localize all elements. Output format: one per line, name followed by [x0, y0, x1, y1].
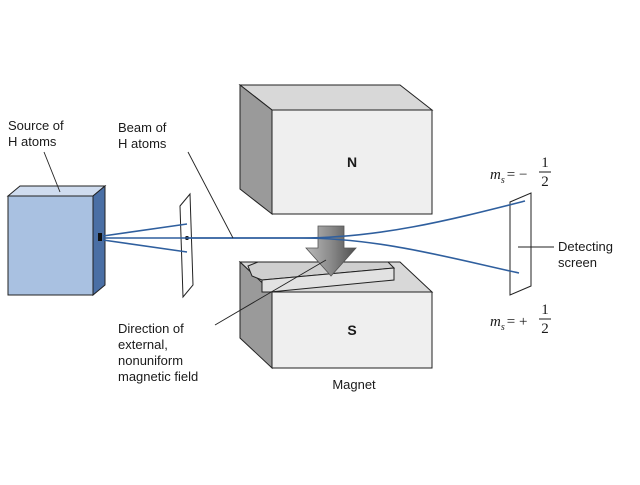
- spin-state-upper: ms= − 1 2: [490, 155, 551, 190]
- magnet-north: N: [238, 83, 434, 216]
- upper-fraction-denominator: 2: [541, 174, 549, 190]
- source-box-front: [7, 195, 94, 296]
- field-direction-label: Direction of external, nonuniform magnet…: [118, 321, 198, 384]
- source-aperture: [98, 233, 102, 241]
- lower-fraction-numerator: 1: [541, 302, 549, 318]
- north-pole-label: N: [347, 154, 357, 170]
- beam-incoming: [102, 223, 188, 253]
- collimator-plate: [179, 192, 194, 299]
- upper-fraction-numerator: 1: [541, 155, 549, 171]
- beam-leader: [187, 151, 234, 239]
- beam-split: [187, 200, 526, 274]
- svg-text:ms= +: ms= +: [490, 314, 527, 333]
- source-leader: [43, 151, 61, 193]
- detecting-screen: [509, 192, 532, 296]
- magnet-south: S: [238, 260, 434, 370]
- leader-lines: [43, 151, 554, 326]
- svg-text:ms= −: ms= −: [490, 167, 527, 186]
- magnet-north-top: [238, 84, 434, 111]
- magnet-label: Magnet: [332, 377, 376, 392]
- lower-fraction-denominator: 2: [541, 321, 549, 337]
- magnet-south-front: [271, 291, 433, 369]
- field-leader: [214, 259, 327, 326]
- beam-label: Beam of H atoms: [118, 120, 170, 151]
- source-label: Source of H atoms: [8, 118, 67, 149]
- spin-state-lower: ms= + 1 2: [490, 302, 551, 337]
- source-box: [6, 184, 107, 297]
- magnet-ridge-face: [261, 267, 395, 293]
- screen-label: Detecting screen: [558, 239, 617, 270]
- source-box-top: [6, 185, 107, 197]
- south-pole-label: S: [347, 322, 356, 338]
- magnet-north-front: [271, 109, 433, 215]
- beam-lower-path: [187, 237, 520, 274]
